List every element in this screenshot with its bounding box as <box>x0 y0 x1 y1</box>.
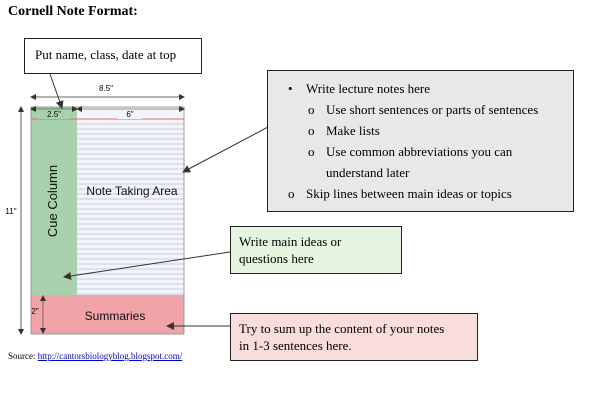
lecture-heading: Write lecture notes here <box>306 81 430 96</box>
summary-height-label: 2" <box>31 307 39 316</box>
lecture-sub-item-text: Use common abbreviations you can <box>326 144 513 159</box>
ruled-lines <box>77 123 184 295</box>
name-class-date-text: Put name, class, date at top <box>35 47 177 62</box>
summary-area <box>31 295 184 334</box>
height-label: 11" <box>5 207 17 216</box>
lecture-sub-item-text: understand later <box>326 165 410 180</box>
lecture-last-item-text: Skip lines between main ideas or topics <box>306 186 512 201</box>
sub-bullet-icon: o <box>308 123 315 138</box>
cue-column <box>31 107 77 295</box>
lecture-sub-item: o Use common abbreviations you can <box>278 141 563 162</box>
sub-bullet-icon: o <box>288 186 295 201</box>
bullet-icon: • <box>288 81 293 96</box>
lecture-last-item: o Skip lines between main ideas or topic… <box>278 183 563 204</box>
main-ideas-callout: Write main ideas or questions here <box>230 226 402 274</box>
sub-bullet-icon: o <box>308 102 315 117</box>
lecture-sub-item-text: Use short sentences or parts of sentence… <box>326 102 539 117</box>
note-taking-area <box>77 107 184 295</box>
cue-column-label: Cue Column <box>45 164 60 238</box>
lecture-sub-item-continuation: understand later <box>278 162 563 183</box>
name-class-date-callout: Put name, class, date at top <box>24 38 202 74</box>
notes-width-label: 6" <box>118 110 142 119</box>
sub-bullet-icon: o <box>308 144 315 159</box>
lecture-notes-callout: • Write lecture notes here o Use short s… <box>267 70 574 212</box>
cue-width-label: 2.5" <box>38 110 70 119</box>
page-title: Cornell Note Format: <box>8 4 138 19</box>
lecture-sub-item-text: Make lists <box>326 123 380 138</box>
lecture-sub-item: o Use short sentences or parts of senten… <box>278 99 563 120</box>
source-prefix: Source: <box>8 351 38 361</box>
summary-callout: Try to sum up the content of your notes … <box>230 313 478 361</box>
width-label: 8.5" <box>99 84 113 93</box>
source-credit: Source: http://cantorsbiologyblog.blogsp… <box>8 351 182 361</box>
main-ideas-line: questions here <box>239 251 314 266</box>
note-taking-area-label: Note Taking Area <box>86 184 178 198</box>
main-ideas-line: Write main ideas or <box>239 234 342 249</box>
lecture-callout-arrow <box>182 126 269 173</box>
summary-line: in 1-3 sentences here. <box>239 338 352 353</box>
main-ideas-callout-arrow <box>63 251 231 280</box>
source-link[interactable]: http://cantorsbiologyblog.blogspot.com/ <box>37 351 183 361</box>
summaries-label: Summaries <box>84 309 146 323</box>
name-callout-arrow <box>49 73 64 109</box>
summary-line: Try to sum up the content of your notes <box>239 321 445 336</box>
lecture-sub-item: o Make lists <box>278 120 563 141</box>
lecture-heading-row: • Write lecture notes here <box>278 78 563 99</box>
